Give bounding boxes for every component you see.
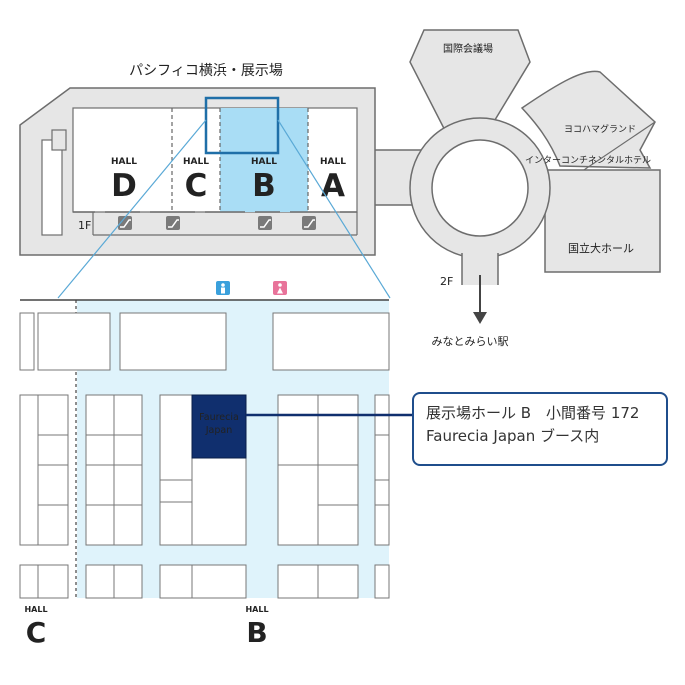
hall-labels: HALL D HALL C HALL B HALL A <box>111 157 346 204</box>
detail-hall-b-word: HALL <box>245 605 268 614</box>
hall-a-word: HALL <box>320 157 346 167</box>
conference-center-label: 国際会議場 <box>443 42 493 55</box>
national-hall-label: 国立大ホール <box>568 241 634 255</box>
escalator-icon <box>302 216 316 230</box>
escalator-icon <box>166 216 180 230</box>
callout-line-1: 展示場ホール B 小間番号 172 <box>426 404 640 422</box>
hall-a-letter: A <box>321 168 345 204</box>
booth-label-line1: Faurecia <box>199 412 239 423</box>
callout-line-2: Faurecia Japan ブース内 <box>426 427 600 445</box>
booth-callout: 展示場ホール B 小間番号 172 Faurecia Japan ブース内 <box>412 392 668 466</box>
detail-hall-c-word: HALL <box>24 605 47 614</box>
hotel-label-line2: インターコンチネンタルホテル <box>525 155 651 166</box>
station-label: みなとみらい駅 <box>432 335 509 348</box>
national-hall-building <box>544 169 661 273</box>
hall-b-word: HALL <box>251 157 277 167</box>
male-restroom-icon <box>216 281 230 295</box>
hall-c-letter: C <box>185 168 208 204</box>
arrow-down-icon <box>473 275 487 324</box>
floor-2f-label: 2F <box>440 275 453 288</box>
hotel-building <box>520 70 656 169</box>
booth-label-line2: Japan <box>205 425 233 436</box>
hall-b-highlight <box>220 108 308 212</box>
hotel-label-line1: ヨコハマグランド <box>564 123 636 135</box>
hall-d-letter: D <box>111 168 137 204</box>
faurecia-booth[interactable] <box>191 394 247 459</box>
venue-title: パシフィコ横浜・展示場 <box>129 63 283 79</box>
hall-b-letter: B <box>252 168 276 204</box>
detail-hall-b-letter: B <box>246 616 267 649</box>
escalator-icon <box>258 216 272 230</box>
detail-hall-c-letter: C <box>26 616 47 649</box>
female-restroom-icon <box>273 281 287 295</box>
zoom-frame <box>204 96 280 155</box>
hall-d-word: HALL <box>111 157 137 167</box>
hall-c-word: HALL <box>183 157 209 167</box>
escalator-icon <box>118 216 132 230</box>
floor-1f-label: 1F <box>78 219 91 232</box>
